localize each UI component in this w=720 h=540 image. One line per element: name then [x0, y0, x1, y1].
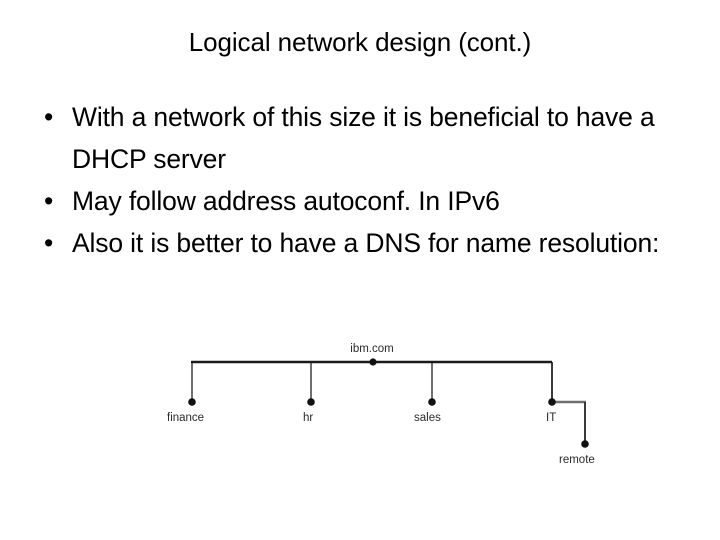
list-item: • May follow address autoconf. In IPv6 — [34, 180, 674, 222]
node-dot-sales — [428, 398, 436, 406]
node-label-remote: remote — [559, 454, 595, 466]
node-dot-finance — [188, 398, 196, 406]
list-item-text: Also it is better to have a DNS for name… — [72, 228, 660, 258]
list-item: • Also it is better to have a DNS for na… — [34, 222, 674, 264]
node-label-root: ibm.com — [350, 343, 393, 355]
bullet-icon: • — [44, 102, 54, 132]
node-dot-hr — [307, 398, 315, 406]
list-item-text: May follow address autoconf. In IPv6 — [72, 186, 500, 216]
list-item-text: With a network of this size it is benefi… — [72, 102, 655, 174]
bullet-icon: • — [44, 228, 54, 258]
node-label-finance: finance — [167, 412, 204, 424]
page-title: Logical network design (cont.) — [188, 27, 532, 57]
node-dot-remote — [581, 440, 589, 448]
node-label-hr: hr — [303, 412, 313, 424]
node-label-sales: sales — [414, 412, 441, 424]
bullet-list: • With a network of this size it is bene… — [34, 96, 674, 264]
bullet-icon: • — [44, 186, 54, 216]
list-item: • With a network of this size it is bene… — [34, 96, 674, 180]
node-dot-it — [548, 398, 556, 406]
node-dot-root — [369, 358, 377, 366]
node-label-it: IT — [546, 412, 556, 424]
